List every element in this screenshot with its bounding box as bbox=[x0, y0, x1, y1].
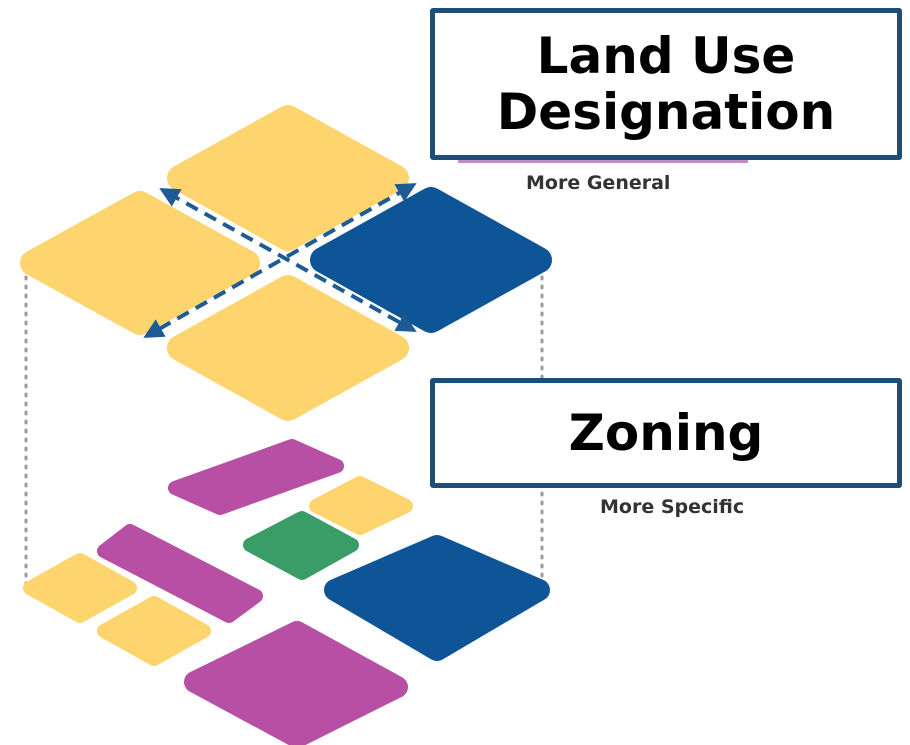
zoning-parcel-purple-strip-top bbox=[168, 439, 344, 515]
land-use-accent-line bbox=[458, 160, 748, 163]
land-use-title-line2: Designation bbox=[496, 83, 836, 141]
land-use-parcel-south bbox=[167, 275, 409, 421]
zoning-parcel-purple-strip-long bbox=[97, 524, 263, 623]
more-specific-caption: More Specific bbox=[600, 496, 745, 518]
zoning-title-box: Zoning bbox=[430, 378, 902, 488]
dotted-connectors bbox=[24, 266, 544, 587]
zoning-parcel-purple-large bbox=[184, 621, 408, 745]
arrow-northeast-southwest bbox=[143, 183, 417, 338]
zoning-parcel-yellow-southwest bbox=[97, 596, 211, 666]
land-use-title-line1: Land Use bbox=[536, 27, 796, 85]
zoning-parcel-blue bbox=[324, 535, 550, 661]
land-use-parcel-east bbox=[310, 187, 552, 333]
zoning-parcel-yellow-small-top bbox=[309, 476, 413, 535]
land-use-parcel-west bbox=[20, 191, 260, 335]
land-use-title-box: Land Use Designation bbox=[430, 8, 902, 160]
zoning-layer bbox=[23, 439, 550, 745]
zoning-parcel-green bbox=[243, 511, 359, 580]
more-general-caption: More General bbox=[526, 172, 671, 194]
land-use-layer bbox=[20, 105, 552, 421]
zoning-title: Zoning bbox=[568, 404, 764, 462]
zoning-parcel-yellow-west bbox=[23, 553, 137, 623]
